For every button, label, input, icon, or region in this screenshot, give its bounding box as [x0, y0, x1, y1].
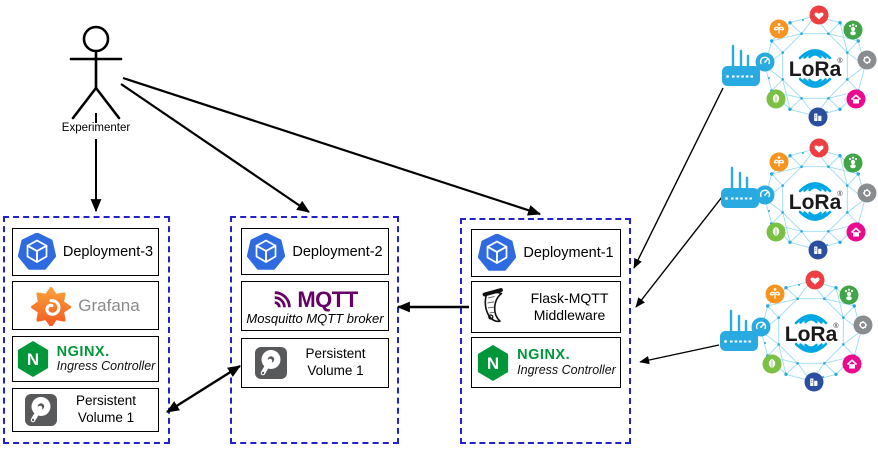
- lora-network-2: [754, 137, 878, 261]
- nginx-icon: N: [17, 341, 48, 377]
- lora-gateway-2: [719, 166, 761, 210]
- experimenter-label: Experimenter: [61, 122, 131, 134]
- kubernetes-deployment-icon: [247, 232, 286, 270]
- mqtt-brand-label: MQTT: [297, 287, 358, 313]
- arrow-lora1-to-deployment-1: [633, 87, 724, 269]
- node-deployment-1: Deployment-1: [471, 229, 621, 277]
- lora-network-1: [754, 4, 878, 128]
- grafana-icon: [31, 286, 72, 326]
- nginx-letter: N: [27, 350, 39, 369]
- lora-gateway-1: [720, 44, 762, 88]
- deployment-group-3: Deployment-3 Grafana N NGINX. Ingress Co…: [3, 216, 170, 444]
- nginx-brand-label: NGINX.: [517, 347, 571, 364]
- kubernetes-deployment-icon: [478, 234, 517, 271]
- node-mqtt-broker: MQTT Mosquitto MQTT broker: [241, 281, 389, 331]
- kubernetes-deployment-icon: [17, 233, 56, 270]
- nginx-sub-label: Ingress Controller: [56, 359, 156, 374]
- arrow-experimenter-to-deployment-1: [122, 76, 542, 216]
- node-flask-mqtt-middleware: Flask-MQTT Middleware: [471, 281, 621, 333]
- arrow-lora3-to-deployment-1: [639, 344, 720, 365]
- nginx-letter: N: [487, 354, 499, 373]
- node-grafana: Grafana: [12, 281, 159, 330]
- persistent-volume-icon: [25, 394, 57, 426]
- flask-mqtt-label: Flask-MQTT Middleware: [530, 289, 609, 324]
- deployment-3-label: Deployment-3: [62, 244, 154, 260]
- node-deployment-2: Deployment-2: [241, 228, 389, 275]
- experimenter-figure: [69, 25, 123, 120]
- persistent-volume-icon: [254, 347, 287, 379]
- deployment-group-1: Deployment-1 Flask-MQTT Middleware N NGI…: [460, 218, 631, 444]
- deployment-2-label: Deployment-2: [292, 243, 383, 260]
- node-nginx-ingress-1: N NGINX. Ingress Controller: [471, 337, 621, 388]
- nginx-icon: N: [478, 344, 509, 381]
- node-persistent-volume-3: Persistent Volume 1: [12, 388, 159, 432]
- nginx-brand-label: NGINX.: [56, 343, 110, 360]
- deployment-group-2: Deployment-2 MQTT Mosquitto MQTT broker: [230, 216, 399, 444]
- mqtt-caption-label: Mosquitto MQTT broker: [246, 311, 384, 326]
- node-deployment-3: Deployment-3: [12, 228, 159, 276]
- persistent-volume-label: Persistent Volume 1: [305, 346, 366, 378]
- node-nginx-ingress-3: N NGINX. Ingress Controller: [12, 336, 159, 382]
- lora-gateway-3: [718, 309, 760, 353]
- flask-icon: [482, 288, 503, 323]
- persistent-volume-label: Persistent Volume 1: [75, 393, 137, 425]
- nginx-sub-label: Ingress Controller: [517, 362, 616, 377]
- mqtt-signal-icon: [274, 291, 292, 308]
- arrow-lora2-to-deployment-1: [635, 196, 723, 308]
- deployment-1-label: Deployment-1: [523, 245, 614, 261]
- node-persistent-volume-2: Persistent Volume 1: [241, 338, 389, 388]
- lora-network-3: [750, 269, 874, 393]
- arrow-experimenter-to-deployment-2: [120, 83, 310, 213]
- grafana-label: Grafana: [78, 295, 140, 315]
